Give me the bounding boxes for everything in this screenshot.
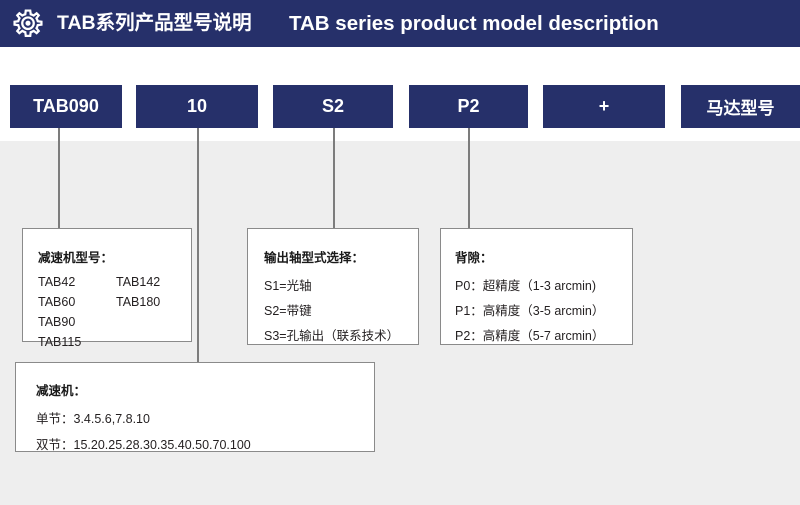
backlash-grade-option: P0：超精度（1-3 arcmin): [455, 279, 596, 293]
connector-line-gearbox-model: [58, 128, 60, 229]
backlash-grade-option: P2：高精度（5-7 arcmin）: [455, 329, 605, 343]
description-title-gearbox-models: 减速机型号：: [38, 251, 114, 265]
code-box-backlash[interactable]: P2: [409, 85, 528, 128]
shaft-type-option: S1=光轴: [264, 279, 312, 293]
description-box-ratio: 减速机： 单节：3.4.5.6,7.8.10 双节：15.20.25.28.30…: [15, 362, 375, 452]
gearbox-model-item: TAB90: [38, 315, 76, 329]
gearbox-model-item: TAB42: [38, 275, 76, 289]
ratio-single-stage: 单节：3.4.5.6,7.8.10: [36, 412, 150, 426]
gearbox-model-item-empty: [116, 315, 191, 329]
description-box-gearbox-models: 减速机型号： TAB42 TAB142 TAB60 TAB180 TAB90 T…: [22, 228, 192, 349]
code-box-ratio[interactable]: 10: [136, 85, 258, 128]
code-box-plus[interactable]: +: [543, 85, 665, 128]
description-box-shaft-type: 输出轴型式选择： S1=光轴 S2=带键 S3=孔输出（联系技术）: [247, 228, 419, 345]
gear-icon: [13, 9, 43, 37]
code-box-gearbox-model[interactable]: TAB090: [10, 85, 122, 128]
header-bar: TAB系列产品型号说明 TAB series product model des…: [0, 0, 800, 47]
description-title-ratio: 减速机：: [36, 384, 87, 398]
description-title-backlash: 背隙：: [455, 251, 493, 265]
header-title-chinese: TAB系列产品型号说明: [57, 12, 252, 34]
gearbox-model-item: TAB115: [38, 335, 82, 349]
gearbox-model-item: TAB60: [38, 295, 76, 309]
connector-line-shaft-type: [333, 128, 335, 229]
shaft-type-option: S3=孔输出（联系技术）: [264, 329, 400, 343]
code-box-shaft-type[interactable]: S2: [273, 85, 393, 128]
ratio-double-stage: 双节：15.20.25.28.30.35.40.50.70.100: [36, 438, 251, 452]
gearbox-model-item: TAB142: [116, 275, 161, 289]
gearbox-model-item: TAB180: [116, 295, 161, 309]
description-box-backlash: 背隙： P0：超精度（1-3 arcmin) P1：高精度（3-5 arcmin…: [440, 228, 633, 345]
gearbox-model-list: TAB42 TAB142 TAB60 TAB180 TAB90 TAB115: [38, 275, 191, 349]
gearbox-model-item-empty: [116, 335, 191, 349]
code-box-motor-model[interactable]: 马达型号: [681, 85, 800, 128]
backlash-grade-option: P1：高精度（3-5 arcmin）: [455, 304, 605, 318]
connector-line-backlash: [468, 128, 470, 229]
shaft-type-option: S2=带键: [264, 304, 312, 318]
header-title-english: TAB series product model description: [289, 12, 659, 35]
description-title-shaft-type: 输出轴型式选择：: [264, 251, 365, 265]
connector-line-ratio: [197, 128, 199, 363]
